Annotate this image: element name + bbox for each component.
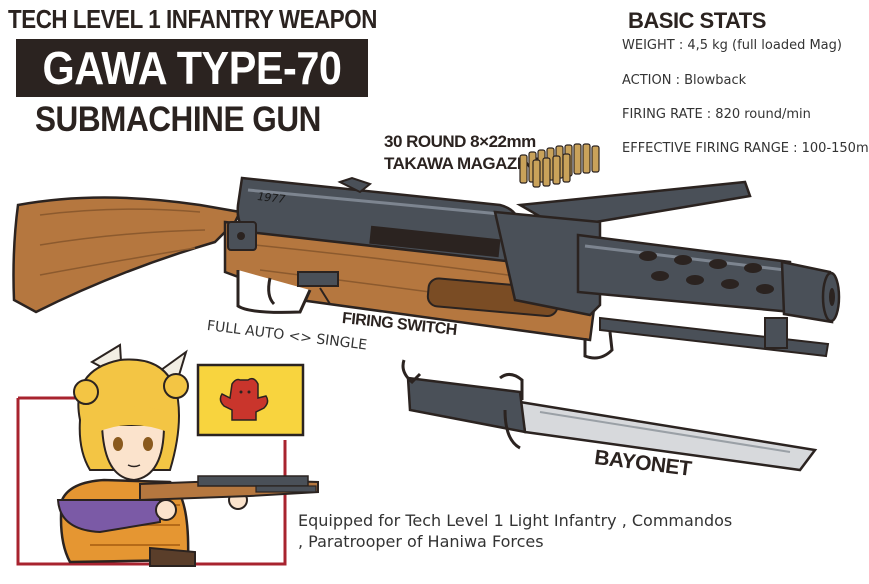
receiver bbox=[227, 176, 522, 264]
stat-firing-rate: FIRING RATE : 820 round/min bbox=[622, 107, 811, 122]
magazine-rounds bbox=[519, 143, 600, 188]
cactus-flag bbox=[196, 363, 305, 437]
equipped-line1: Equipped for Tech Level 1 Light Infantry… bbox=[298, 511, 733, 530]
bayonet bbox=[401, 359, 818, 472]
trigger-group bbox=[236, 270, 339, 314]
soldier-character bbox=[56, 343, 319, 567]
stat-weight: WEIGHT : 4,5 kg (full loaded Mag) bbox=[622, 38, 842, 53]
weapon-subtitle: SUBMACHINE GUN bbox=[35, 100, 321, 139]
stat-action: ACTION : Blowback bbox=[622, 73, 747, 88]
magazine-label-line2: TAKAWA MAGAZINE bbox=[384, 154, 544, 173]
receiver-engraving: 1977 bbox=[257, 190, 286, 206]
equipped-line2: , Paratrooper of Haniwa Forces bbox=[298, 532, 544, 551]
magazine-label-line1: 30 ROUND 8×22mm bbox=[384, 132, 536, 151]
stats-title: BASIC STATS bbox=[628, 8, 766, 33]
weapon-name: GAWA TYPE-70 bbox=[42, 42, 342, 94]
title-banner bbox=[16, 39, 368, 97]
stat-range: EFFECTIVE FIRING RANGE : 100-150m bbox=[622, 141, 869, 156]
barrel: 1977 bbox=[257, 190, 841, 360]
header-top-line: TECH LEVEL 1 INFANTRY WEAPON bbox=[8, 4, 377, 34]
weapon-illustration: 1977 bbox=[12, 143, 841, 567]
